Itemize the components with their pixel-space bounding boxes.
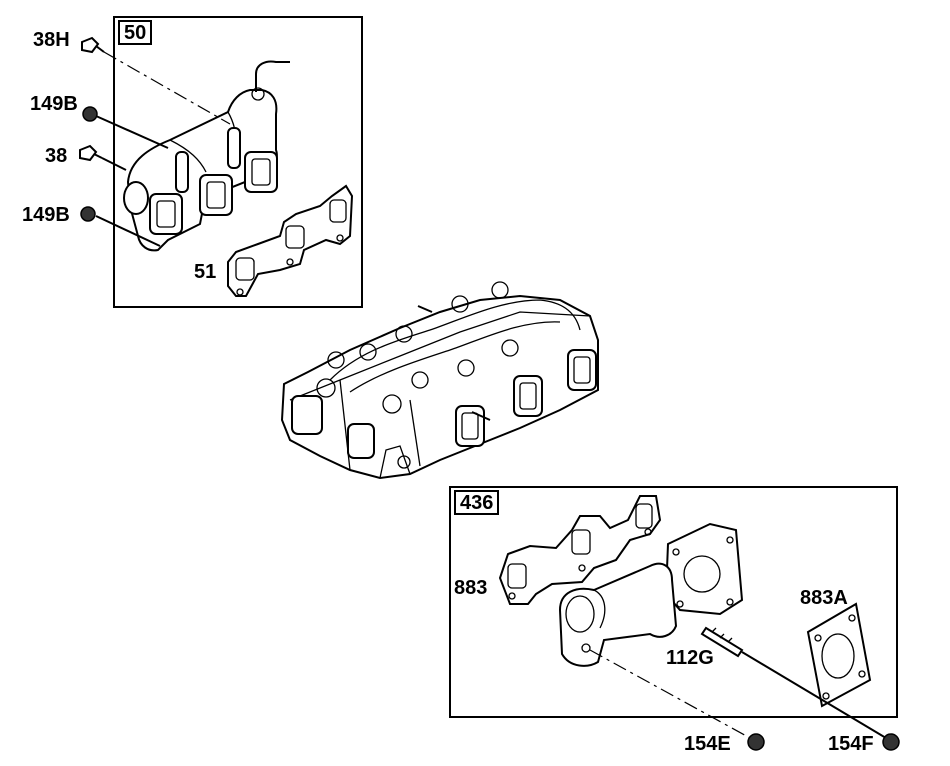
callout-154F: 154F: [828, 733, 874, 755]
callout-38: 38: [45, 145, 68, 167]
callout-883: 883: [454, 577, 488, 599]
nut-149B-top: [82, 106, 98, 122]
callout-51: 51: [194, 261, 217, 283]
exhaust-manifold: [123, 60, 290, 252]
leader-38: [101, 157, 127, 171]
group-number-436: 436: [454, 490, 500, 515]
bolt-38: [79, 144, 103, 162]
callout-154E: 154E: [684, 733, 731, 755]
nut-154F: [882, 733, 900, 751]
exhaust-outlet-manifold: [558, 522, 744, 667]
manifold-gasket-51: [227, 184, 354, 297]
leader-154F: [741, 651, 887, 739]
leader-149B-bottom: [95, 215, 161, 247]
cylinder-head: [280, 281, 599, 480]
callout-112G: 112G: [666, 647, 714, 669]
group-box-436: [449, 486, 898, 718]
nut-154E: [747, 733, 765, 751]
group-box-50: [113, 16, 363, 308]
stud-112G: [700, 626, 744, 658]
flange-gasket-883A: [806, 602, 872, 708]
group-number-50: 50: [118, 20, 153, 45]
callout-38H: 38H: [33, 29, 70, 51]
callout-883A: 883A: [800, 587, 848, 609]
manifold-gasket-883: [498, 495, 662, 605]
nut-149B-bottom: [80, 206, 96, 222]
leader-154E: [589, 649, 751, 739]
leader-38H: [103, 51, 231, 125]
callout-149B-bottom: 149B: [22, 204, 70, 226]
callout-149B-top: 149B: [30, 93, 78, 115]
bolt-38H: [81, 36, 105, 54]
leader-149B-top: [95, 115, 169, 149]
